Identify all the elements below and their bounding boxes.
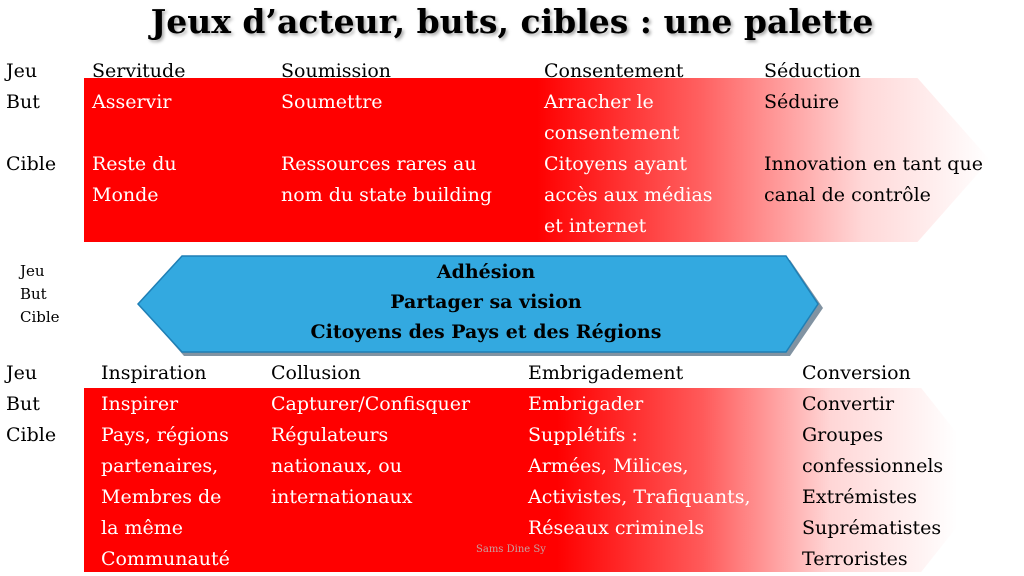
- bottom-red-arrow-background: [84, 388, 994, 572]
- top-but-soumission: Soumettre: [281, 87, 383, 118]
- bottom-line: Armées, Milices,: [528, 455, 689, 477]
- top-cible-soumission: Ressources rares au nom du state buildin…: [281, 149, 492, 211]
- bottom-line: Supplétifs :: [528, 424, 638, 446]
- top-red-arrow-background: [84, 78, 990, 242]
- top-jeu-servitude: Servitude: [92, 60, 186, 82]
- top-but-line: consentement: [544, 122, 680, 144]
- bottom-jeu-inspiration: Inspiration: [101, 362, 207, 384]
- bottom-line: Extrémistes: [802, 486, 918, 508]
- bottom-line: Embrigader: [528, 393, 644, 415]
- bottom-line: la même: [101, 517, 183, 539]
- top-cible-line: accès aux médias: [544, 184, 713, 206]
- top-jeu-soumission: Soumission: [281, 60, 392, 82]
- bottom-lines-collusion: Capturer/Confisquer Régulateurs nationau…: [271, 389, 470, 513]
- top-but-line: Asservir: [92, 91, 172, 113]
- top-cible-line: et internet: [544, 215, 647, 237]
- bottom-row-label-but: But: [6, 393, 40, 415]
- top-but-line: Soumettre: [281, 91, 383, 113]
- bottom-line: Membres de: [101, 486, 222, 508]
- middle-row-label-jeu: Jeu: [20, 262, 45, 280]
- middle-row-label-but: But: [20, 285, 47, 303]
- top-cible-line: nom du state building: [281, 184, 492, 206]
- middle-row-label-cible: Cible: [20, 308, 60, 326]
- top-but-line: Séduire: [764, 91, 840, 113]
- bottom-row-label-jeu: Jeu: [6, 362, 38, 384]
- top-row-label-but: But: [6, 91, 40, 113]
- middle-but: Partager sa vision: [390, 291, 582, 313]
- top-cible-servitude: Reste du Monde: [92, 149, 177, 211]
- bottom-line: nationaux, ou: [271, 455, 402, 477]
- bottom-line: Suprématistes: [802, 517, 942, 539]
- top-cible-line: Monde: [92, 184, 159, 206]
- top-but-consentement: Arracher le consentement: [544, 87, 680, 149]
- bottom-line: Convertir: [802, 393, 895, 415]
- bottom-line: internationaux: [271, 486, 413, 508]
- author-watermark: Sams Dine Sy: [476, 544, 546, 555]
- middle-row-labels: Jeu But Cible: [20, 260, 60, 329]
- top-but-servitude: Asservir: [92, 87, 171, 118]
- bottom-jeu-conversion: Conversion: [802, 362, 911, 384]
- bottom-jeu-embrigadement: Embrigadement: [528, 362, 684, 384]
- top-cible-line: Ressources rares au: [281, 153, 477, 175]
- middle-hexagon-shape: [136, 255, 823, 356]
- top-cible-line: Citoyens ayant: [544, 153, 687, 175]
- bottom-line: Terroristes: [802, 548, 908, 570]
- bottom-lines-embrigadement: Embrigader Supplétifs : Armées, Milices,…: [528, 389, 751, 544]
- top-row-label-jeu: Jeu: [6, 60, 38, 82]
- top-row-label-cible: Cible: [6, 153, 57, 175]
- bottom-lines-conversion: Convertir Groupes confessionnels Extrémi…: [802, 389, 943, 575]
- bottom-line: Inspirer: [101, 393, 179, 415]
- top-but-line: Arracher le: [544, 91, 654, 113]
- bottom-row-label-cible: Cible: [6, 424, 57, 446]
- bottom-line: Capturer/Confisquer: [271, 393, 471, 415]
- bottom-line: Groupes: [802, 424, 884, 446]
- top-jeu-consentement: Consentement: [544, 60, 684, 82]
- middle-hexagon-text: Adhésion Partager sa vision Citoyens des…: [250, 257, 722, 347]
- hexagon-fill: [136, 255, 819, 353]
- bottom-line: partenaires,: [101, 455, 219, 477]
- top-cible-line: canal de contrôle: [764, 184, 931, 206]
- bottom-line: Régulateurs: [271, 424, 389, 446]
- bottom-line: Réseaux criminels: [528, 517, 705, 539]
- page-title: Jeux d’acteur, buts, cibles : une palett…: [150, 2, 874, 41]
- top-cible-seduction: Innovation en tant que canal de contrôle: [764, 149, 983, 211]
- top-but-seduction: Séduire: [764, 87, 839, 118]
- bottom-jeu-collusion: Collusion: [271, 362, 361, 384]
- top-cible-line: Reste du: [92, 153, 177, 175]
- top-jeu-seduction: Séduction: [764, 60, 861, 82]
- top-cible-line: Innovation en tant que: [764, 153, 983, 175]
- middle-jeu-adhesion: Adhésion: [436, 261, 536, 283]
- bottom-line: confessionnels: [802, 455, 944, 477]
- middle-cible: Citoyens des Pays et des Régions: [310, 321, 662, 343]
- bottom-lines-inspiration: Inspirer Pays, régions partenaires, Memb…: [101, 389, 230, 575]
- bottom-line: Activistes, Trafiquants,: [528, 486, 751, 508]
- bottom-line: Pays, régions: [101, 424, 229, 446]
- top-cible-consentement: Citoyens ayant accès aux médias et inter…: [544, 149, 713, 242]
- bottom-line: Communauté: [101, 548, 230, 570]
